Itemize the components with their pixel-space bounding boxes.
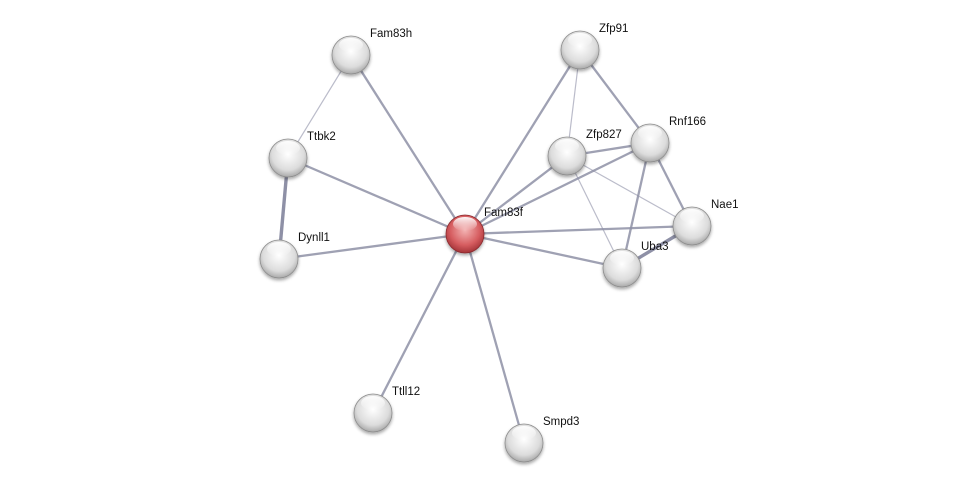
node-label: Dynll1 xyxy=(298,232,330,244)
edge-fam83h-ttbk2[interactable] xyxy=(287,54,352,159)
node-rnf166[interactable]: Rnf166 xyxy=(630,116,706,163)
node-label: Nae1 xyxy=(711,199,739,211)
node-highlight xyxy=(276,141,300,155)
edge-fam83f-rnf166[interactable] xyxy=(464,141,651,236)
node-highlight xyxy=(453,217,477,231)
node-label: Ttbk2 xyxy=(307,131,336,143)
edge-fam83h-fam83f[interactable] xyxy=(350,54,466,235)
edge-fam83f-ttll12[interactable] xyxy=(371,233,467,414)
edge-dynll1-fam83f[interactable] xyxy=(278,232,466,261)
node-fam83h[interactable]: Fam83h xyxy=(331,28,412,75)
node-label: Uba3 xyxy=(641,241,669,253)
node-highlight xyxy=(610,251,634,265)
edge-fam83f-smpd3[interactable] xyxy=(463,233,526,444)
node-highlight xyxy=(555,139,579,153)
node-highlight xyxy=(339,38,363,52)
node-highlight xyxy=(638,126,662,140)
node-label: Fam83f xyxy=(484,207,524,219)
node-ttll12[interactable]: Ttll12 xyxy=(353,386,420,433)
node-highlight xyxy=(568,33,592,47)
node-uba3[interactable]: Uba3 xyxy=(602,241,669,288)
node-label: Fam83h xyxy=(370,28,412,40)
node-highlight xyxy=(267,242,291,256)
node-highlight xyxy=(680,209,704,223)
node-fam83f[interactable]: Fam83f xyxy=(445,207,524,254)
edge-zfp91-rnf166[interactable] xyxy=(579,49,651,144)
edge-fam83f-uba3[interactable] xyxy=(464,232,623,270)
node-label: Smpd3 xyxy=(543,416,579,428)
node-label: Ttll12 xyxy=(392,386,420,398)
edge-fam83f-zfp91[interactable] xyxy=(464,49,581,235)
edge-zfp827-nae1[interactable] xyxy=(566,155,693,227)
node-zfp827[interactable]: Zfp827 xyxy=(547,129,622,176)
edge-ttbk2-fam83f[interactable] xyxy=(287,156,466,236)
node-highlight xyxy=(361,396,385,410)
node-nae1[interactable]: Nae1 xyxy=(672,199,739,246)
node-label: Zfp91 xyxy=(599,23,628,35)
node-smpd3[interactable]: Smpd3 xyxy=(504,416,579,463)
node-ttbk2[interactable]: Ttbk2 xyxy=(268,131,336,178)
edge-zfp827-uba3[interactable] xyxy=(566,155,623,269)
node-label: Rnf166 xyxy=(669,116,706,128)
node-label: Zfp827 xyxy=(586,129,622,141)
node-highlight xyxy=(512,426,536,440)
node-zfp91[interactable]: Zfp91 xyxy=(560,23,628,70)
edge-fam83f-nae1[interactable] xyxy=(464,224,693,236)
node-dynll1[interactable]: Dynll1 xyxy=(259,232,330,279)
edge-fam83f-zfp827[interactable] xyxy=(464,155,568,235)
edge-rnf166-uba3[interactable] xyxy=(620,142,652,269)
